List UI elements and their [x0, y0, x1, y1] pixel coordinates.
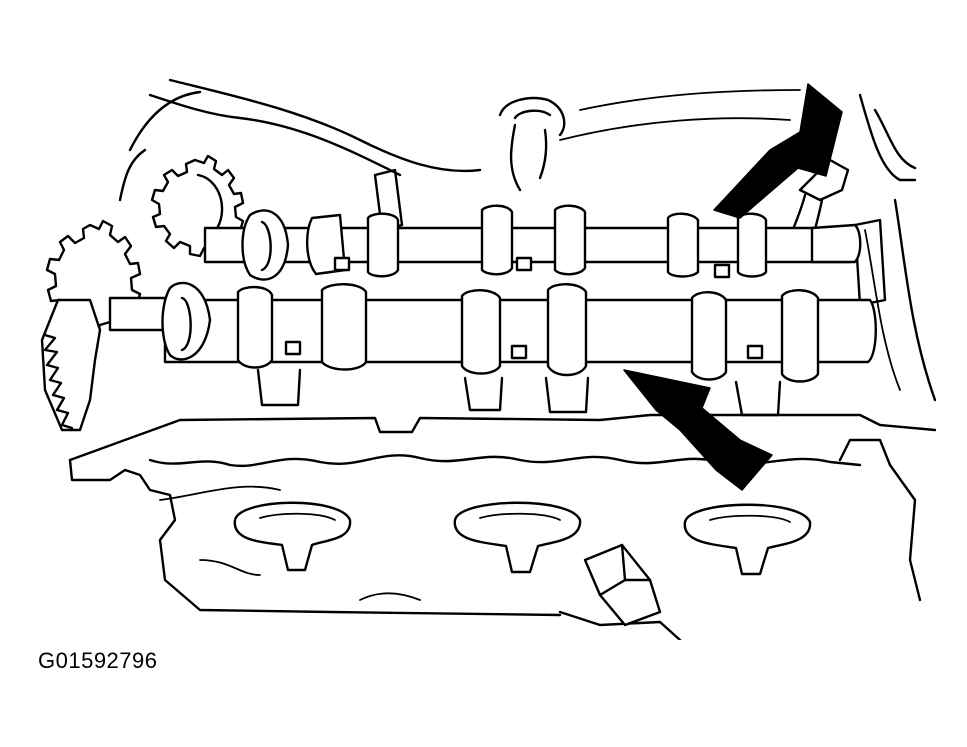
figure-id-label: G01592796	[38, 648, 158, 673]
indicator-arrow-lower	[623, 369, 773, 491]
bracket-block	[583, 543, 662, 627]
intake-port-right	[683, 503, 812, 576]
cylinder-head	[68, 413, 937, 640]
intake-port-center	[453, 501, 582, 574]
camshaft-upper	[203, 204, 862, 281]
indicator-arrow-upper	[713, 83, 843, 219]
camshaft-lower	[108, 281, 877, 417]
bearing-cap-bolt	[333, 256, 351, 272]
intake-port-left	[233, 501, 352, 572]
camshaft-installation-illustration	[40, 78, 937, 640]
